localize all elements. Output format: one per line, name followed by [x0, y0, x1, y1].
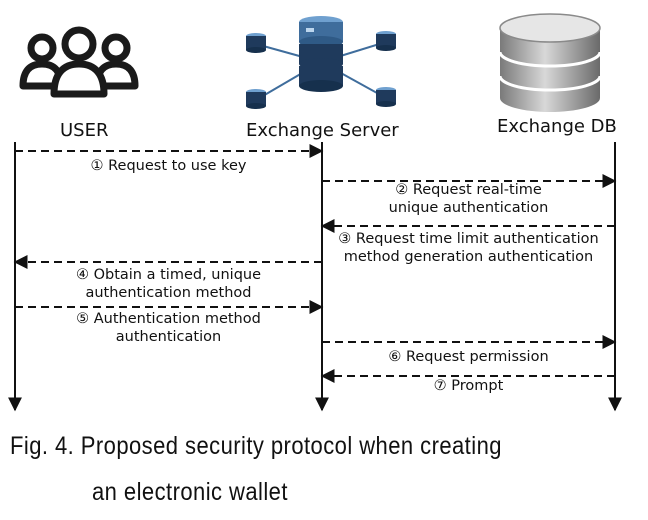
step-2-marker: ②: [395, 182, 409, 198]
figure-caption-line1: Fig. 4. Proposed security protocol when …: [10, 432, 502, 460]
message-1-text: Request to use key: [108, 158, 247, 174]
message-3-text-line2: method generation authentication: [343, 249, 594, 265]
actor-label-user: USER: [60, 120, 109, 141]
step-4-marker: ④: [75, 267, 89, 283]
message-2-label: ② Request real-time unique authenticatio…: [322, 181, 615, 217]
message-4-text: Obtain a timed, unique: [93, 267, 262, 283]
message-2-text: Request real-time: [412, 182, 542, 198]
figure-caption-line2: an electronic wallet: [92, 478, 288, 506]
server-cluster-icon: [246, 16, 396, 109]
message-5-text-line2: authentication: [115, 329, 222, 345]
message-7-label: ⑦ Prompt: [322, 377, 615, 395]
message-4-label: ④ Obtain a timed, unique authentication …: [15, 266, 322, 302]
message-3-text: Request time limit authentication: [355, 231, 599, 247]
actor-label-db: Exchange DB: [497, 116, 617, 137]
actor-label-server: Exchange Server: [246, 120, 399, 141]
message-6-label: ⑥ Request permission: [322, 348, 615, 366]
users-group-icon: [19, 26, 139, 98]
message-5-label: ⑤ Authentication method authentication: [15, 310, 322, 346]
message-5-text: Authentication method: [93, 311, 261, 327]
step-6-marker: ⑥: [388, 349, 402, 365]
message-6-text: Request permission: [405, 349, 549, 365]
message-1-label: ① Request to use key: [15, 157, 322, 175]
message-7-text: Prompt: [451, 378, 504, 394]
step-3-marker: ③: [338, 231, 352, 247]
message-4-text-line2: authentication method: [85, 285, 252, 301]
step-5-marker: ⑤: [76, 311, 90, 327]
database-icon: [498, 13, 602, 112]
step-1-marker: ①: [90, 158, 104, 174]
step-7-marker: ⑦: [433, 378, 447, 394]
message-2-text-line2: unique authentication: [388, 200, 549, 216]
message-3-label: ③ Request time limit authentication meth…: [322, 230, 615, 266]
